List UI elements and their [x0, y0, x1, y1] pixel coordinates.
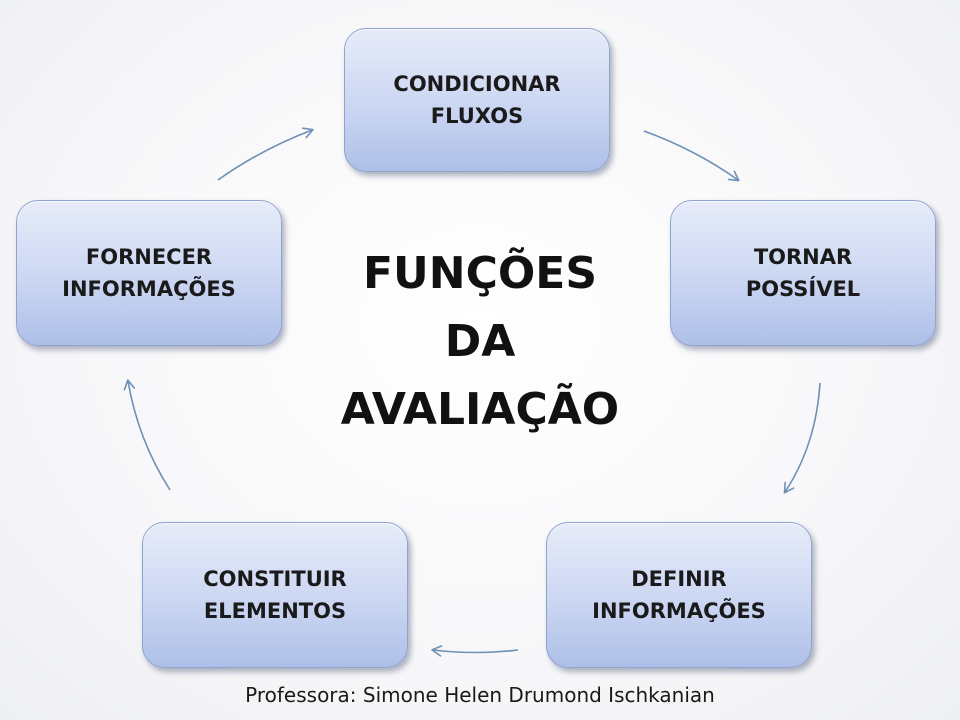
- diagram-title: FUNÇÕES DA AVALIAÇÃO: [340, 248, 620, 435]
- node-constituir-elementos: CONSTITUIR ELEMENTOS: [142, 522, 408, 668]
- arrow-right-to-bottom-right: [783, 382, 821, 494]
- arrow-bottom-left-to-left: [123, 379, 171, 491]
- node-condicionar-fluxos: CONDICIONAR FLUXOS: [344, 28, 610, 172]
- node-label: CONSTITUIR ELEMENTOS: [203, 567, 347, 623]
- node-definir-informacoes: DEFINIR INFORMAÇÕES: [546, 522, 812, 668]
- node-fornecer-informacoes: FORNECER INFORMAÇÕES: [16, 200, 282, 346]
- author-credit: Professora: Simone Helen Drumond Ischkan…: [245, 683, 715, 707]
- arrow-bottom-right-to-bottom-left: [431, 645, 519, 657]
- node-label: CONDICIONAR FLUXOS: [393, 72, 561, 128]
- node-label: DEFINIR INFORMAÇÕES: [592, 567, 766, 623]
- arrow-top-to-right: [643, 130, 740, 182]
- node-label: TORNAR POSSÍVEL: [745, 245, 861, 301]
- node-tornar-possivel: TORNAR POSSÍVEL: [670, 200, 936, 346]
- node-label: FORNECER INFORMAÇÕES: [62, 245, 236, 301]
- arrow-left-to-top: [217, 127, 314, 181]
